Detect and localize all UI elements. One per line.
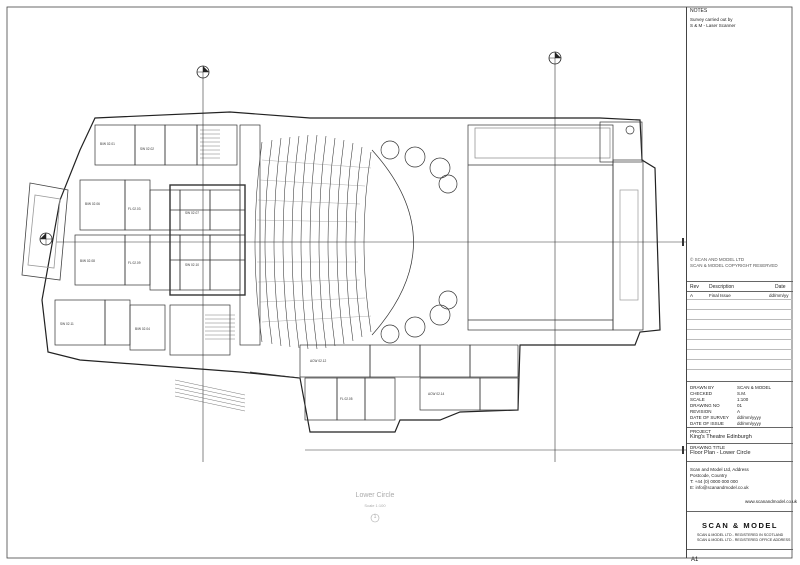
room-label: SW 02.10 xyxy=(185,263,199,267)
revision-row-rev: A xyxy=(690,293,694,298)
info-label: DATE OF SURVEY xyxy=(690,415,729,420)
info-value: S.M. xyxy=(737,391,747,396)
date-col-header: Date xyxy=(775,284,786,290)
revision-header: Rev Description Date xyxy=(687,283,793,291)
sheet-border xyxy=(6,6,793,559)
room-label: ACW 02.12 xyxy=(310,359,327,363)
seat-rows xyxy=(256,159,372,323)
info-value: SCAN & MODEL xyxy=(737,385,772,390)
front-rooms xyxy=(249,344,519,421)
company-sub-line: SCAN & MODEL LTD - REGISTERED IN SCOTLAN… xyxy=(697,533,784,537)
entrance-block xyxy=(21,182,69,281)
description-col-header: Description xyxy=(709,284,735,290)
room-labels: B/W 02.01 SW 02.02 B/W 02.06 FL 02.03 SW… xyxy=(60,142,445,401)
room-label: SW 02.07 xyxy=(185,211,199,215)
room-label: B/W 02.08 xyxy=(80,259,95,263)
info-label: REVISION xyxy=(690,409,712,414)
left-wing-rooms xyxy=(54,124,261,356)
revision-row-description: Final Issue xyxy=(709,293,731,298)
info-value: dd/mm/yyyy xyxy=(737,421,762,426)
sheet-number: A1 xyxy=(691,557,699,563)
room-label: FL 02.09 xyxy=(128,261,141,265)
project-name: King's Theatre Edinburgh xyxy=(690,434,752,440)
room-label: B/W 02.06 xyxy=(85,202,100,206)
room-label: ACW 02.14 xyxy=(428,392,445,396)
drawing-view-title: Lower Circle xyxy=(355,492,395,499)
building-outline xyxy=(41,111,661,433)
info-label: DRAWN BY xyxy=(690,385,715,390)
rev-col-header: Rev xyxy=(690,284,699,290)
grid-lines xyxy=(56,64,686,462)
address-line: T: +44 (0) 0000 000 000 xyxy=(690,479,738,484)
drawing-title: Floor Plan - Lower Circle xyxy=(690,450,751,456)
stairs xyxy=(174,129,246,412)
room-label: SW 02.02 xyxy=(140,147,154,151)
notes-line: S & M - Laser Scanner xyxy=(690,23,736,28)
drawing-view-mark: 1 xyxy=(373,514,377,520)
info-value: dd/mm/yyyy xyxy=(737,415,762,420)
room-label: FL 02.05 xyxy=(340,397,353,401)
address-line: Scan and Model Ltd, Address xyxy=(690,467,749,472)
drawing-title-label: DRAWING TITLE xyxy=(690,445,726,450)
info-label: CHECKED xyxy=(690,391,713,396)
website-link[interactable]: www.scanandmodel.co.uk xyxy=(745,499,798,504)
notes-line: Survey carried out by xyxy=(690,17,733,22)
grid-marker-a xyxy=(39,232,53,246)
drawing-view-scale: Scale 1:100 xyxy=(364,503,386,508)
room-label: B/W 02.01 xyxy=(100,142,115,146)
info-value: 1:100 xyxy=(737,397,749,402)
grid-marker-1 xyxy=(196,65,210,79)
info-label: DRAWING NO xyxy=(690,403,720,408)
address-line: E: info@scanandmodel.co.uk xyxy=(690,485,749,490)
project-label: PROJECT xyxy=(690,429,712,434)
info-value: A xyxy=(737,409,741,414)
room-label: B/W 02.04 xyxy=(135,327,150,331)
view-mark-circle xyxy=(370,513,380,523)
info-value: 01 xyxy=(737,403,743,408)
address-line: Postcode, Country xyxy=(690,473,728,478)
title-block: NOTES Survey carried out by S & M - Lase… xyxy=(686,7,797,563)
room-label: FL 02.03 xyxy=(128,207,141,211)
stage-boxes xyxy=(371,140,458,344)
notes-heading: NOTES xyxy=(690,8,708,14)
room-label: SW 02.11 xyxy=(60,322,74,326)
revision-row-date: dd/mm/yy xyxy=(769,293,789,298)
info-label: DATE OF ISSUE xyxy=(690,421,724,426)
stage-area xyxy=(467,121,644,331)
copyright-line: SCAN & MODEL COPYRIGHT RESERVED xyxy=(690,263,778,268)
info-label: SCALE xyxy=(690,397,705,402)
copyright-line: © SCAN AND MODEL LTD xyxy=(690,257,745,262)
company-logo-text: SCAN & MODEL xyxy=(702,521,778,530)
company-sub-line: SCAN & MODEL LTD - REGISTERED OFFICE ADD… xyxy=(697,538,791,542)
grid-marker-2 xyxy=(548,51,562,65)
